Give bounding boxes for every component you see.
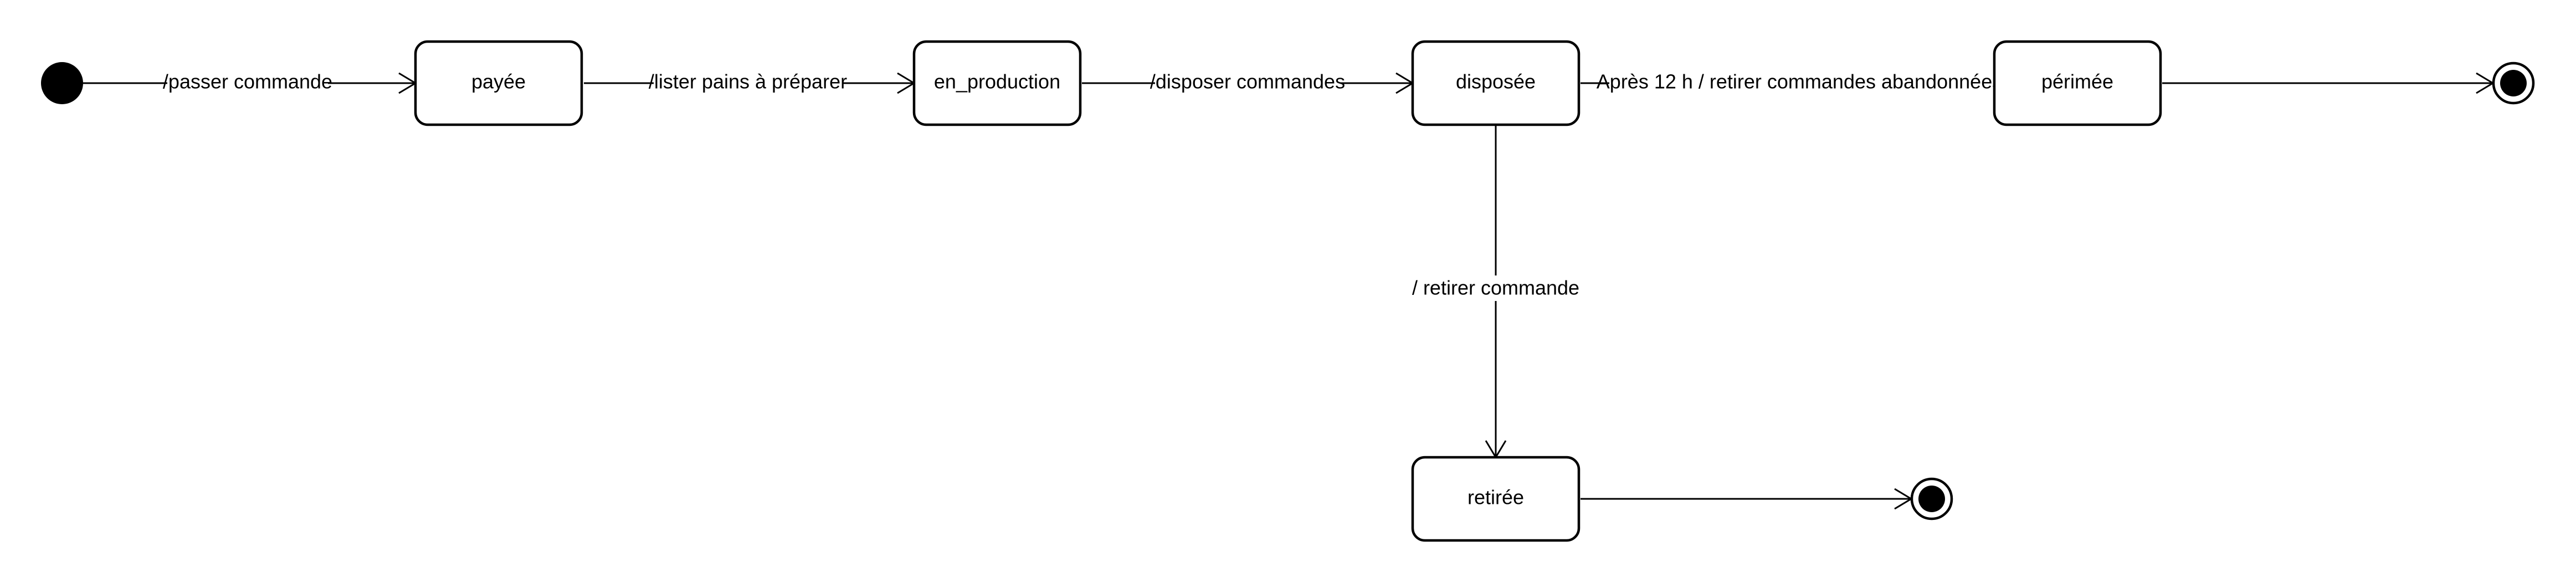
- transition-lister-pains: /lister pains à préparer: [584, 69, 916, 95]
- final-state-perimee: [2492, 62, 2535, 105]
- transition-retiree-final: [1581, 488, 1913, 510]
- transition-perimee-final: [2162, 72, 2495, 94]
- transition-disposer-commandes: /disposer commandes: [1082, 69, 1414, 95]
- state-retiree[interactable]: retirée: [1411, 456, 1581, 542]
- state-en-production[interactable]: en_production: [912, 40, 1082, 126]
- state-label-retiree: retirée: [1467, 486, 1524, 509]
- transition-label-apres-12h: Après 12 h / retirer commandes abandonné…: [1597, 70, 2002, 93]
- transition-label-disposer-commandes: /disposer commandes: [1150, 70, 1345, 93]
- transition-label-passer-commande: /passer commande: [163, 70, 332, 93]
- state-perimee[interactable]: périmée: [1993, 40, 2162, 126]
- transition-apres-12h: Après 12 h / retirer commandes abandonné…: [1581, 69, 2002, 95]
- state-label-en-production: en_production: [934, 70, 1060, 93]
- state-label-disposee: disposée: [1456, 70, 1536, 93]
- initial-state-dot: [41, 62, 83, 104]
- final-state-retiree: [1910, 477, 1953, 520]
- transition-passer-commande: /passer commande: [83, 69, 417, 95]
- state-label-payee: payée: [471, 70, 526, 93]
- transition-label-retirer-commande: / retirer commande: [1412, 277, 1579, 299]
- state-payee[interactable]: payée: [414, 40, 583, 126]
- state-disposee[interactable]: disposée: [1411, 40, 1581, 126]
- state-label-perimee: périmée: [2041, 70, 2113, 93]
- transition-retirer-commande: / retirer commande: [1410, 125, 1582, 459]
- transition-label-lister-pains: /lister pains à préparer: [649, 70, 847, 93]
